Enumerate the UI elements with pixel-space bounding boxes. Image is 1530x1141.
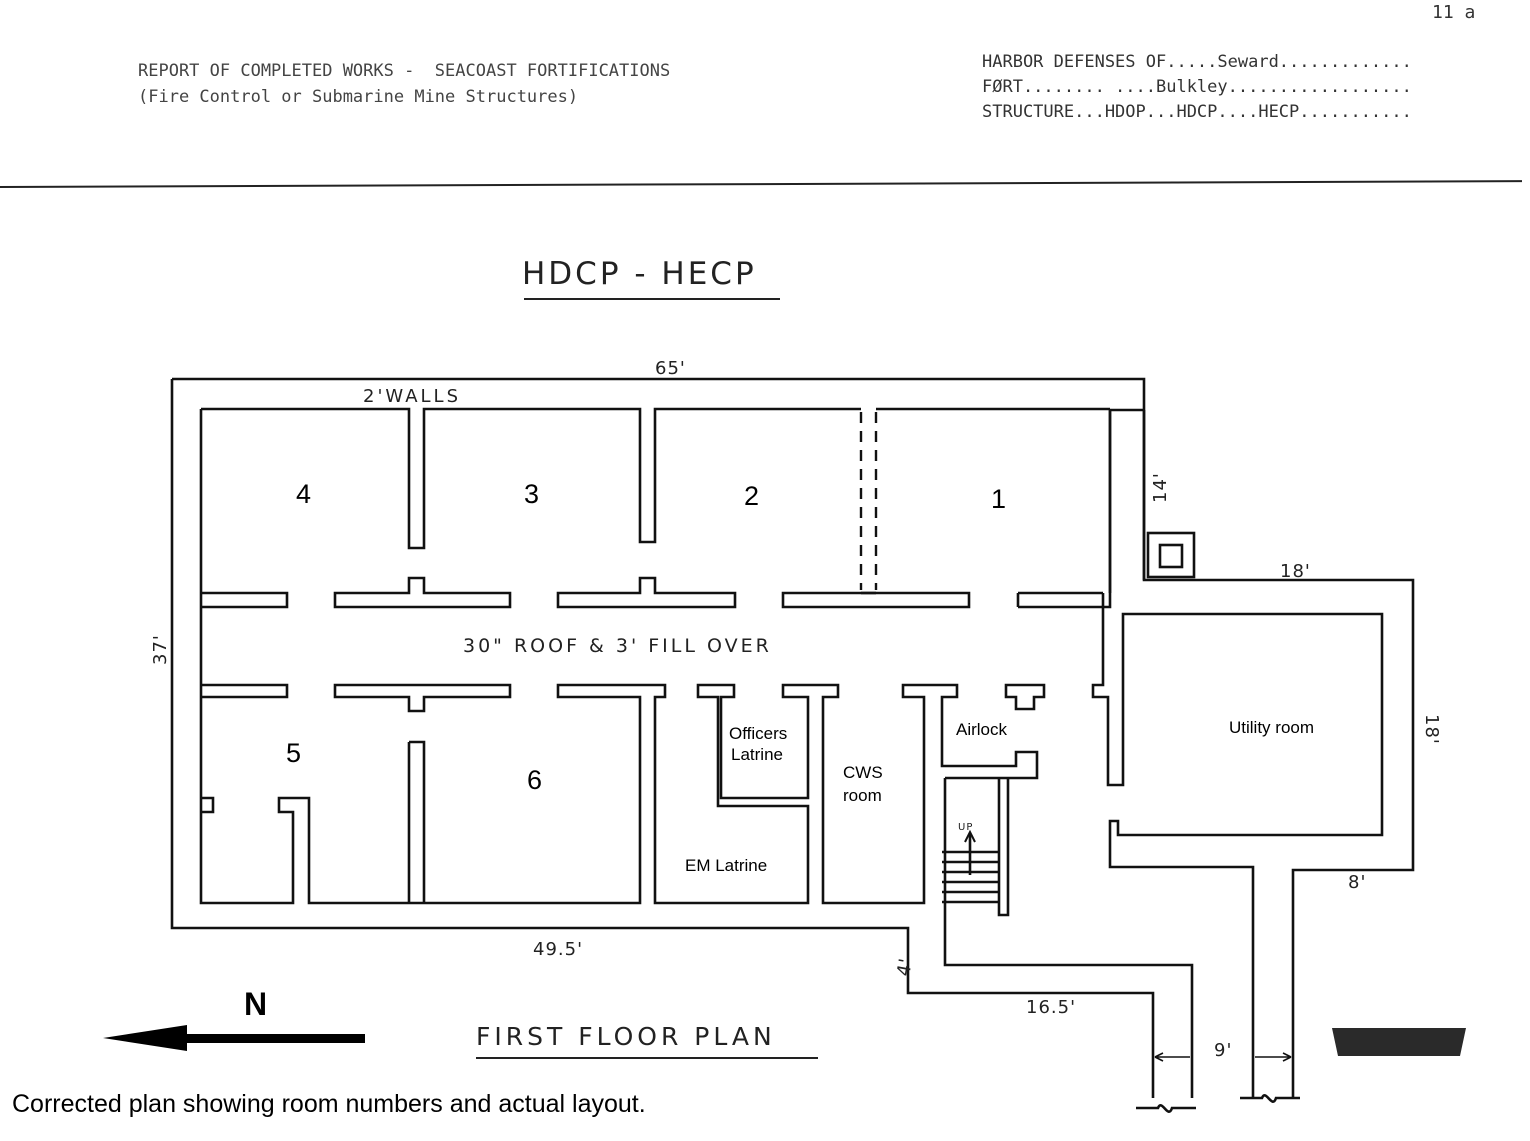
dim-corridor-step: 4'	[893, 956, 917, 978]
harbor-defenses-line: HARBOR DEFENSES OF.....Seward...........…	[982, 52, 1412, 72]
inner-top-wall	[201, 407, 1110, 550]
corridor-south-wall	[201, 683, 512, 903]
airlock-pillar	[1004, 683, 1046, 711]
dim-annex-offset: 14'	[1150, 472, 1171, 503]
north-label: N	[244, 986, 268, 1022]
caption: Corrected plan showing room numbers and …	[12, 1090, 646, 1118]
structure-header: HARBOR DEFENSES OF.....Seward...........…	[982, 50, 1412, 125]
label-officers-latrine-line2: Latrine	[731, 745, 783, 764]
shaft-box-outer	[1146, 531, 1196, 579]
exit-break-left	[1136, 1104, 1196, 1113]
exit-dim-arrow-right	[1255, 1052, 1292, 1062]
outer-wall-left-bottom	[170, 379, 1194, 1098]
dim-left: 37'	[150, 634, 171, 665]
label-officers-latrine-line1: Officers	[729, 724, 787, 743]
stair-treads	[942, 829, 999, 904]
floor-plan-title-underline	[476, 1057, 818, 1059]
label-cws-line2: room	[843, 786, 882, 805]
plan-title-underline	[524, 298, 780, 300]
dim-exit-width: 9'	[1214, 1040, 1232, 1061]
room-number-5: 5	[286, 738, 301, 768]
outer-wall-outer-line	[172, 377, 1415, 1098]
report-header: REPORT OF COMPLETED WORKS - SEACOAST FOR…	[138, 58, 670, 110]
dim-annex-right: 18'	[1421, 714, 1442, 745]
dim-bottom: 49.5'	[533, 939, 583, 960]
corridor-north-wall	[201, 576, 1103, 609]
label-em-latrine: EM Latrine	[685, 856, 767, 875]
report-header-line-2: (Fire Control or Submarine Mine Structur…	[138, 87, 579, 107]
room-number-2: 2	[744, 481, 759, 511]
label-utility-room: Utility room	[1229, 718, 1314, 737]
stair-arrow-head	[964, 829, 976, 843]
note-walls: 2'WALLS	[363, 386, 461, 407]
exit-dim-arrow-left	[1154, 1052, 1190, 1062]
dim-corridor-length: 16.5'	[1026, 997, 1076, 1018]
shaft-box-inner	[1158, 543, 1184, 569]
room5-notch	[201, 796, 215, 814]
room-number-6: 6	[527, 765, 542, 795]
room1-right-wall	[1101, 409, 1112, 607]
ink-blot	[1332, 1028, 1466, 1056]
stair-wall	[997, 778, 1010, 917]
dim-top: 65'	[655, 358, 686, 379]
floor-plan-title: FIRST FLOOR PLAN	[476, 1022, 776, 1051]
room-number-4: 4	[296, 479, 311, 509]
dim-passage-width: 8'	[1348, 872, 1366, 893]
structure-line: STRUCTURE...HDOP...HDCP....HECP.........…	[982, 102, 1412, 122]
note-roof: 30" ROOF & 3' FILL OVER	[463, 635, 772, 657]
page-number: 11 a	[1432, 2, 1476, 23]
label-airlock: Airlock	[956, 720, 1008, 739]
exit-break-right	[1240, 1094, 1300, 1103]
stairs-up-label: UP	[958, 822, 973, 833]
fort-line: FØRT........ ....Bulkley................…	[982, 77, 1412, 97]
north-arrow	[103, 1025, 365, 1051]
room-number-3: 3	[524, 479, 539, 509]
report-header-line-1: REPORT OF COMPLETED WORKS - SEACOAST FOR…	[138, 61, 671, 81]
plan-title: HDCP - HECP	[522, 256, 757, 292]
label-cws-line1: CWS	[843, 763, 883, 782]
dim-annex-top: 18'	[1280, 561, 1311, 582]
outer-wall-inner-line	[199, 409, 1039, 905]
room-number-1: 1	[991, 484, 1006, 514]
